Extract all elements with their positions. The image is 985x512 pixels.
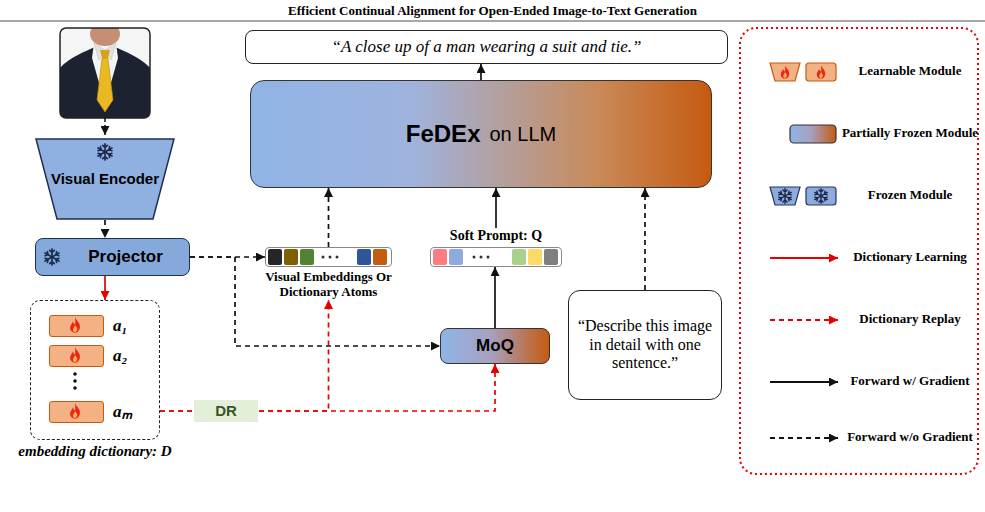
- node-label: on LLM: [489, 123, 556, 146]
- legend-label: Forward w/ Gradient: [850, 373, 969, 389]
- node-label: Visual Embeddings Or Dictionary Atoms: [244, 270, 414, 300]
- moq-box: MoQ: [440, 328, 550, 364]
- embedding-dictionary: embedding dictionary: Da₁a₂aₘ: [30, 300, 160, 440]
- legend-label: Learnable Module: [859, 63, 962, 79]
- node-label: MoQ: [476, 336, 514, 356]
- node-label: a₁: [113, 316, 127, 336]
- encoder-shape: [36, 139, 174, 219]
- node-label: a₂: [113, 346, 127, 366]
- llm-module: FeDEx on LLM: [250, 80, 712, 188]
- frozen-icon: [97, 144, 113, 160]
- header-rule: [0, 21, 985, 22]
- running-title: Efficient Continual Alignment for Open-E…: [0, 3, 985, 19]
- instruction-box: “Describe this image in detail with one …: [568, 290, 722, 400]
- connector-arrow: [495, 188, 497, 228]
- node-label: FeDEx: [406, 120, 481, 148]
- node-label: Soft Prompt: Q: [411, 228, 581, 244]
- connector-arrow: [328, 188, 330, 247]
- legend-label: Partially Frozen Module: [842, 125, 978, 141]
- embedding-strip: Visual Embeddings Or Dictionary Atoms: [265, 247, 392, 267]
- legend-entry: Partially Frozen Module: [846, 125, 974, 141]
- legend-panel: [740, 28, 978, 474]
- soft-prompt-strip: Soft Prompt: Q: [430, 247, 562, 267]
- visual-encoder: Visual Encoder: [35, 138, 175, 220]
- legend-entry: Frozen Module: [846, 187, 974, 203]
- node-label: Projector: [88, 247, 163, 267]
- soft-prompt-chips: [433, 249, 558, 265]
- connector-arrow: [104, 276, 106, 300]
- connector-arrow: [104, 220, 106, 238]
- projector-box: Projector: [35, 238, 190, 276]
- connector-arrow: [190, 256, 265, 258]
- legend-label: Frozen Module: [868, 187, 953, 203]
- edge-label: DR: [194, 400, 258, 422]
- legend-entry: Dictionary Learning: [846, 249, 974, 265]
- legend-label: Dictionary Replay: [859, 311, 960, 327]
- legend-entry: Learnable Module: [846, 63, 974, 79]
- dictionary-atom: aₘ: [49, 401, 104, 423]
- connector-arrow: [480, 64, 482, 80]
- dictionary-atom: a₂: [49, 345, 104, 367]
- legend-entry: Forward w/ Gradient: [846, 373, 974, 389]
- node-label: “Describe this image in detail with one …: [577, 317, 713, 372]
- node-label: embedding dictionary: D: [0, 443, 195, 460]
- node-label: “A close up of a man wearing a suit and …: [332, 37, 642, 57]
- frozen-icon: [44, 249, 60, 265]
- legend-entry: Forward w/o Gradient: [846, 429, 974, 445]
- connector-arrow: [494, 267, 496, 328]
- legend-label: Dictionary Learning: [853, 249, 967, 265]
- connector-arrow: [644, 188, 646, 290]
- atom-flames: [70, 317, 80, 418]
- embedding-chips: [268, 249, 387, 265]
- output-caption-box: “A close up of a man wearing a suit and …: [245, 30, 728, 64]
- node-label: Visual Encoder: [51, 170, 159, 187]
- dictionary-atom: a₁: [49, 315, 104, 337]
- legend-label: Forward w/o Gradient: [847, 429, 973, 445]
- connector-arrow: [160, 300, 329, 411]
- input-photo: [58, 22, 152, 135]
- node-label: aₘ: [113, 402, 132, 422]
- connector-arrow: [190, 257, 440, 346]
- legend-entry: Dictionary Replay: [846, 311, 974, 327]
